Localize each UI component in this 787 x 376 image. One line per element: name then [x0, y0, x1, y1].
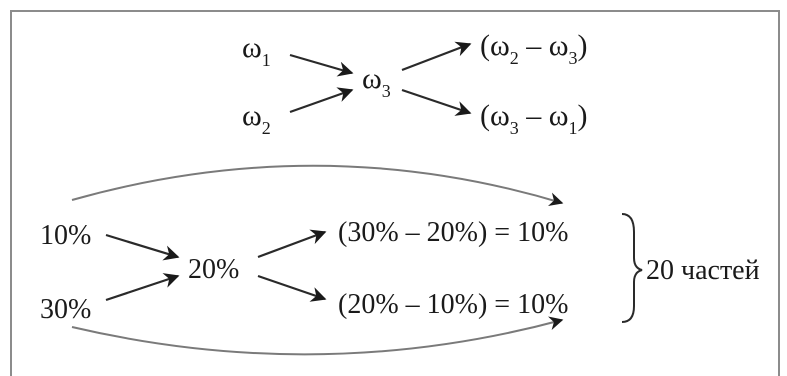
arrow-10-to-20 [105, 233, 180, 261]
diagram-frame [10, 10, 780, 376]
arrow-30-to-20 [105, 273, 180, 302]
curve-arrow-bottom [71, 316, 564, 356]
arrow-omega2-to-omega3 [289, 87, 354, 114]
percent-10-label: 10% [40, 220, 91, 251]
difference-2-label: (ω3 – ω1) [480, 99, 588, 138]
result-1-label: (30% – 20%) = 10% [338, 217, 568, 248]
result-2-label: (20% – 10%) = 10% [338, 289, 568, 320]
arrow-omega3-to-diff1 [401, 41, 472, 72]
arrow-20-to-result2 [257, 274, 327, 302]
arrow-omega1-to-omega3 [289, 53, 354, 77]
difference-1-label: (ω2 – ω3) [480, 29, 588, 68]
omega-3-label: ω3 [362, 62, 391, 101]
curly-brace [621, 213, 643, 323]
omega-2-label: ω2 [242, 99, 271, 138]
curve-arrow-top [71, 164, 564, 207]
percent-20-label: 20% [188, 254, 239, 285]
total-parts-label: 20 частей [646, 255, 760, 286]
percent-30-label: 30% [40, 294, 91, 325]
arrow-omega3-to-diff2 [401, 88, 472, 116]
arrow-20-to-result1 [257, 229, 327, 259]
omega-1-label: ω1 [242, 31, 271, 70]
